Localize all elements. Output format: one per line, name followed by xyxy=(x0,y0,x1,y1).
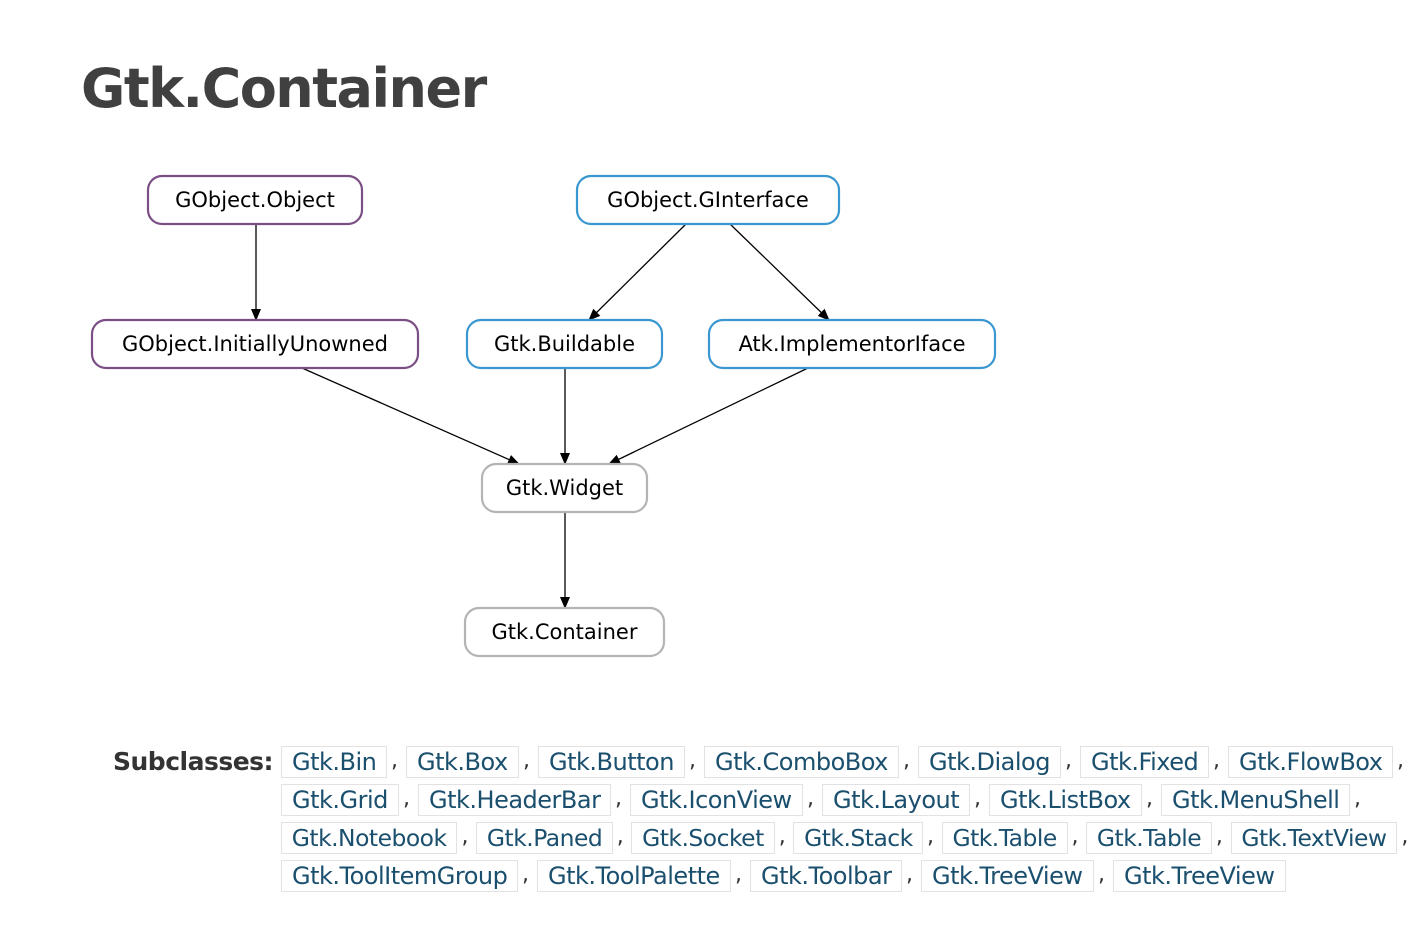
node-label: GObject.GInterface xyxy=(607,188,809,212)
node-gobject-object[interactable]: GObject.Object xyxy=(146,174,364,226)
subclass-separator: , xyxy=(807,786,814,811)
node-gobject-initiallyunowned[interactable]: GObject.InitiallyUnowned xyxy=(90,318,420,370)
node-label: Atk.ImplementorIface xyxy=(738,332,965,356)
subclass-separator: , xyxy=(903,748,910,773)
node-atk-implementoriface[interactable]: Atk.ImplementorIface xyxy=(707,318,997,370)
node-label: GObject.InitiallyUnowned xyxy=(122,332,388,356)
subclass-separator: , xyxy=(403,786,410,811)
subclass-separator: , xyxy=(1146,786,1153,811)
subclass-separator: , xyxy=(974,786,981,811)
node-box xyxy=(575,174,841,226)
subclass-link[interactable]: Gtk.MenuShell xyxy=(1161,784,1351,816)
subclass-separator: , xyxy=(689,748,696,773)
subclass-link[interactable]: Gtk.ToolItemGroup xyxy=(281,860,519,892)
subclass-link[interactable]: Gtk.HeaderBar xyxy=(418,784,612,816)
subclass-link[interactable]: Gtk.Stack xyxy=(793,822,924,854)
subclass-separator: , xyxy=(523,748,530,773)
subclass-link[interactable]: Gtk.Paned xyxy=(476,822,613,854)
subclass-link[interactable]: Gtk.Button xyxy=(538,746,685,778)
subclass-link[interactable]: Gtk.ListBox xyxy=(989,784,1142,816)
subclass-link[interactable]: Gtk.IconView xyxy=(630,784,803,816)
edge-gobject-initiallyunowned-to-gtk-widget xyxy=(301,367,520,465)
subclass-link[interactable]: Gtk.Toolbar xyxy=(750,860,903,892)
subclass-separator: , xyxy=(1397,748,1404,773)
node-box xyxy=(465,318,664,370)
node-box xyxy=(463,606,666,658)
subclass-separator: , xyxy=(1098,862,1105,887)
subclass-separator: , xyxy=(906,862,913,887)
edge-gobject-ginterface-to-gtk-buildable xyxy=(588,223,687,321)
subclass-separator: , xyxy=(1213,748,1220,773)
node-gtk-widget[interactable]: Gtk.Widget xyxy=(480,462,649,514)
subclass-link[interactable]: Gtk.Socket xyxy=(631,822,775,854)
subclass-separator: , xyxy=(778,824,786,849)
subclass-link[interactable]: Gtk.Notebook xyxy=(281,822,458,854)
subclass-link[interactable]: Gtk.Table xyxy=(1086,822,1212,854)
subclass-separator: , xyxy=(1401,824,1409,849)
subclass-separator: , xyxy=(391,748,398,773)
subclass-link[interactable]: Gtk.Grid xyxy=(281,784,399,816)
subclass-separator: , xyxy=(1354,786,1361,811)
node-box xyxy=(90,318,420,370)
subclass-link[interactable]: Gtk.TextView xyxy=(1230,822,1398,854)
subclass-link[interactable]: Gtk.Bin xyxy=(281,746,388,778)
subclass-link[interactable]: Gtk.Fixed xyxy=(1080,746,1210,778)
node-gobject-ginterface[interactable]: GObject.GInterface xyxy=(575,174,841,226)
node-box xyxy=(146,174,364,226)
inheritance-diagram: GObject.Object GObject.GInterfaceGObject.… xyxy=(90,174,997,658)
node-label: Gtk.Buildable xyxy=(494,332,635,356)
subclass-link[interactable]: Gtk.Table xyxy=(941,822,1068,854)
subclass-link[interactable]: Gtk.FlowBox xyxy=(1228,746,1394,778)
node-label: Gtk.Container xyxy=(492,620,638,644)
node-gtk-container[interactable]: Gtk.Container xyxy=(463,606,666,658)
subclass-separator: , xyxy=(1215,824,1223,849)
subclass-link[interactable]: Gtk.TreeView xyxy=(921,860,1094,892)
node-box xyxy=(480,462,649,514)
subclass-separator: , xyxy=(615,786,622,811)
edge-atk-implementoriface-to-gtk-widget xyxy=(608,367,809,465)
subclass-separator: , xyxy=(1071,824,1079,849)
page-title: Gtk.Container xyxy=(81,57,487,120)
node-box xyxy=(707,318,997,370)
subclass-separator: , xyxy=(616,824,624,849)
subclass-separator: , xyxy=(522,862,529,887)
node-label: GObject.Object xyxy=(175,188,335,212)
node-label: Gtk.Widget xyxy=(506,476,623,500)
subclass-separator: , xyxy=(1065,748,1072,773)
subclass-separator: , xyxy=(461,824,469,849)
subclass-separator: , xyxy=(927,824,935,849)
subclass-link[interactable]: Gtk.ToolPalette xyxy=(537,860,731,892)
subclass-link[interactable]: Gtk.Box xyxy=(406,746,519,778)
edge-gobject-ginterface-to-atk-implementoriface xyxy=(729,223,830,321)
subclasses-label: Subclasses: xyxy=(113,747,274,776)
subclass-link[interactable]: Gtk.Dialog xyxy=(918,746,1061,778)
subclass-separator: , xyxy=(735,862,742,887)
node-gtk-buildable[interactable]: Gtk.Buildable xyxy=(465,318,664,370)
subclass-link[interactable]: Gtk.TreeView xyxy=(1113,860,1286,892)
subclass-link[interactable]: Gtk.ComboBox xyxy=(704,746,899,778)
subclass-link[interactable]: Gtk.Layout xyxy=(822,784,971,816)
